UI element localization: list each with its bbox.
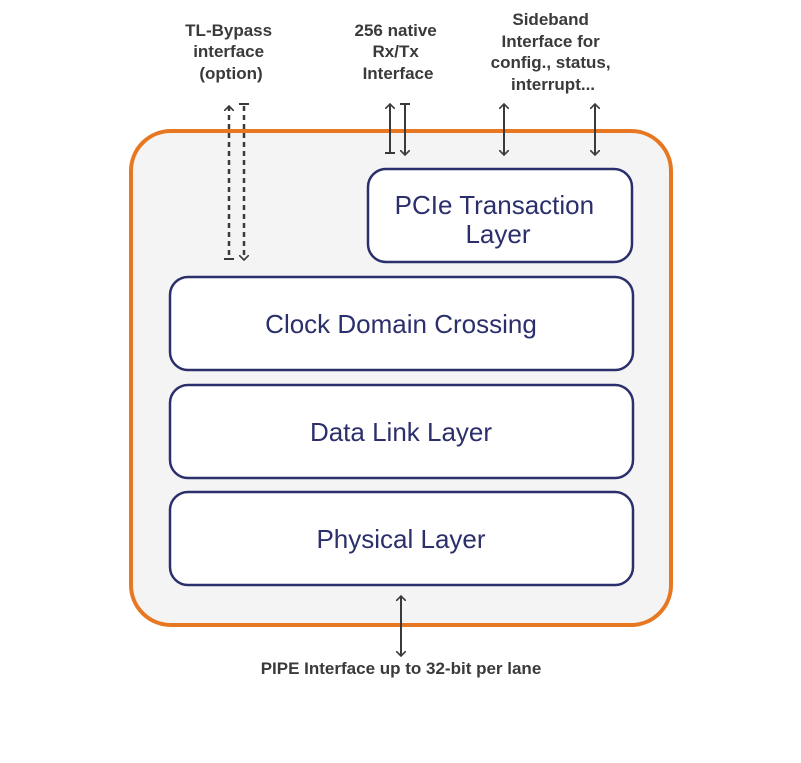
native-rx-tx-arrows [385, 104, 410, 155]
data-link-layer-block: Data Link Layer [168, 383, 635, 480]
pipe-interface-label: PIPE Interface up to 32-bit per lane [261, 659, 542, 678]
clock-domain-crossing-label: Clock Domain Crossing [265, 309, 537, 339]
physical-layer-label: Physical Layer [316, 524, 485, 554]
transaction-layer-label: PCIe Transaction Layer [395, 190, 602, 249]
tl-bypass-arrows [224, 103, 249, 260]
sideband-interface-label: Sideband Interface for config., status, … [491, 10, 616, 94]
tl-bypass-label: TL-Bypass interface (option) [185, 21, 277, 83]
physical-layer-block: Physical Layer [168, 490, 635, 587]
data-link-layer-label: Data Link Layer [310, 417, 492, 447]
transaction-layer-block: PCIe Transaction Layer [366, 167, 634, 264]
clock-domain-crossing-block: Clock Domain Crossing [168, 275, 635, 372]
native-interface-label: 256 native Rx/Tx Interface [355, 21, 442, 83]
